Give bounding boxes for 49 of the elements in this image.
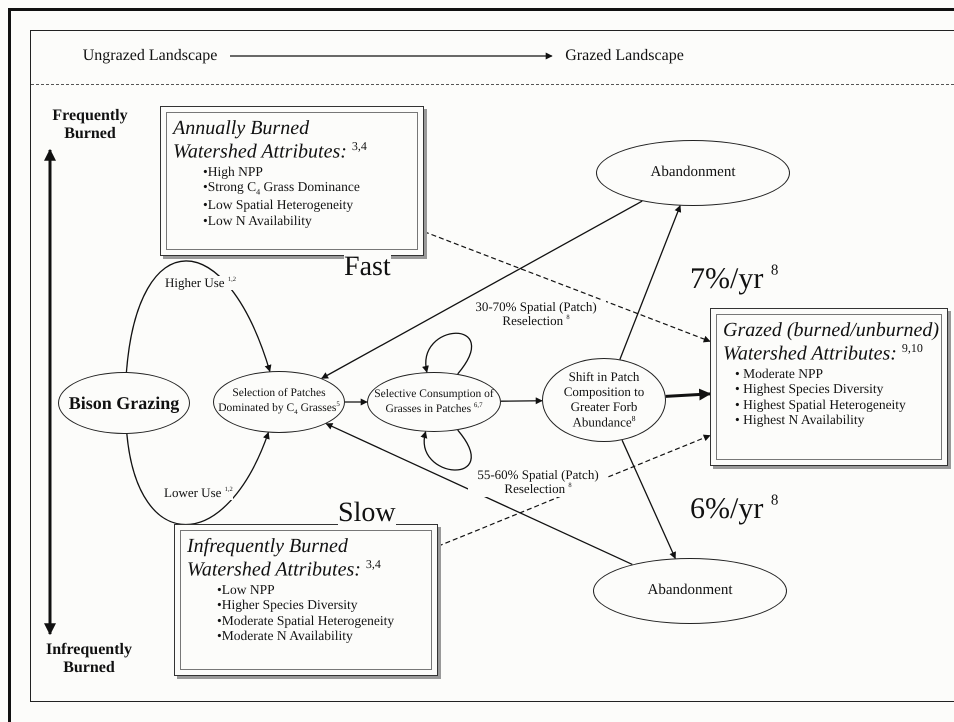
attribute-panel bbox=[174, 524, 438, 676]
panel-heading: Watershed Attributes: $^{3,4}$ bbox=[187, 558, 381, 582]
node-text: Bison Grazing bbox=[68, 392, 180, 414]
panel-heading: Annually Burned bbox=[173, 117, 310, 140]
attribute-item: •Low NPP bbox=[216, 582, 275, 598]
arrow bbox=[421, 430, 472, 471]
attribute-item: •Moderate N Availability bbox=[216, 628, 353, 644]
attribute-item: •Strong C$_{4}$ Grass Dominance bbox=[202, 179, 360, 198]
arrow bbox=[622, 440, 676, 560]
attribute-panel bbox=[710, 308, 948, 466]
attribute-item: • Highest N Availability bbox=[734, 412, 864, 428]
arrow bbox=[126, 260, 272, 372]
panel-heading: Watershed Attributes: $^{3,4}$ bbox=[173, 140, 367, 164]
node-text: Abandonment bbox=[650, 164, 736, 182]
edge-label: 6%/yr $^{8}$ bbox=[690, 492, 778, 525]
edge-label: 55-60% Spatial (Patch) Reselection $^{8}$ bbox=[468, 468, 608, 497]
attribute-item: • Moderate NPP bbox=[734, 366, 823, 382]
node-text: Frequently Burned bbox=[51, 106, 129, 144]
panel-heading: Watershed Attributes: $^{9,10}$ bbox=[723, 342, 923, 366]
panel-heading: Grazed (burned/unburned) bbox=[723, 319, 940, 342]
attribute-item: • Highest Spatial Heterogeneity bbox=[734, 396, 906, 412]
edge-label: Lower Use $^{1,2}$ bbox=[164, 486, 233, 500]
node-text: Infrequently Burned bbox=[45, 640, 133, 678]
arrow bbox=[126, 432, 270, 526]
node-text: Ungrazed Landscape bbox=[82, 46, 218, 66]
arrow bbox=[422, 332, 472, 374]
edge-label: Higher Use $^{1,2}$ bbox=[165, 276, 236, 290]
edge-label: 7%/yr $^{8}$ bbox=[690, 262, 778, 295]
node-text: Grazed Landscape bbox=[565, 46, 684, 66]
attribute-item: •Higher Species Diversity bbox=[216, 597, 358, 613]
arrow bbox=[230, 52, 553, 60]
node-text: Shift in Patch Composition to Greater Forb Abundance$^{8}$ bbox=[562, 370, 646, 430]
arrow bbox=[500, 397, 543, 404]
arrow bbox=[44, 148, 56, 636]
attribute-item: •Moderate Spatial Heterogeneity bbox=[216, 612, 394, 628]
node-text: Selective Consumption of Grasses in Patches $^{6,7}$ bbox=[373, 388, 495, 416]
attribute-item: •Low N Availability bbox=[202, 212, 312, 228]
arrow bbox=[345, 398, 368, 406]
panel-heading: Infrequently Burned bbox=[187, 535, 348, 558]
arrow bbox=[666, 388, 712, 400]
attribute-item: • Highest Species Diversity bbox=[734, 381, 884, 397]
attribute-item: •Low Spatial Heterogeneity bbox=[202, 197, 354, 213]
attribute-item: •High NPP bbox=[202, 164, 263, 180]
arrow bbox=[326, 423, 633, 566]
arrow bbox=[619, 205, 682, 360]
node-text: Selection of Patches Dominated by C$_{4}$ Grasses$^{5}$ bbox=[217, 387, 341, 417]
arrow bbox=[321, 200, 642, 379]
node-text: Abandonment bbox=[648, 582, 732, 600]
attribute-panel bbox=[160, 106, 424, 256]
